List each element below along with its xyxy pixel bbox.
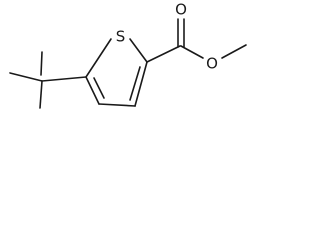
bond-c3-c4 [98,103,136,107]
structure-canvas: S O O [0,0,254,122]
atom-label-ester-oxygen: O [206,55,218,73]
bond-tbu-quaternary-c5 [41,76,87,82]
bond-tbu-c1-c [40,51,43,76]
bond-tbu-c3-c [39,80,43,109]
atom-label-sulfur: S [116,28,126,46]
atom-label-carbonyl-oxygen: O [175,1,187,19]
bond-s-c2 [129,38,148,63]
bond-c2-c3 [129,61,148,107]
bond-tbu-c2-c [9,72,43,82]
bond-c5-s [85,38,112,78]
bond-carbonyl-c-o [177,18,185,48]
bond-carbonyl-c-ester-o [180,45,204,59]
bond-c2-carbonyl-c [146,45,181,63]
bond-c4-c5 [85,76,105,105]
chemical-structure-drawing: S O O [9,1,247,109]
bond-ester-o-methyl [221,44,247,59]
